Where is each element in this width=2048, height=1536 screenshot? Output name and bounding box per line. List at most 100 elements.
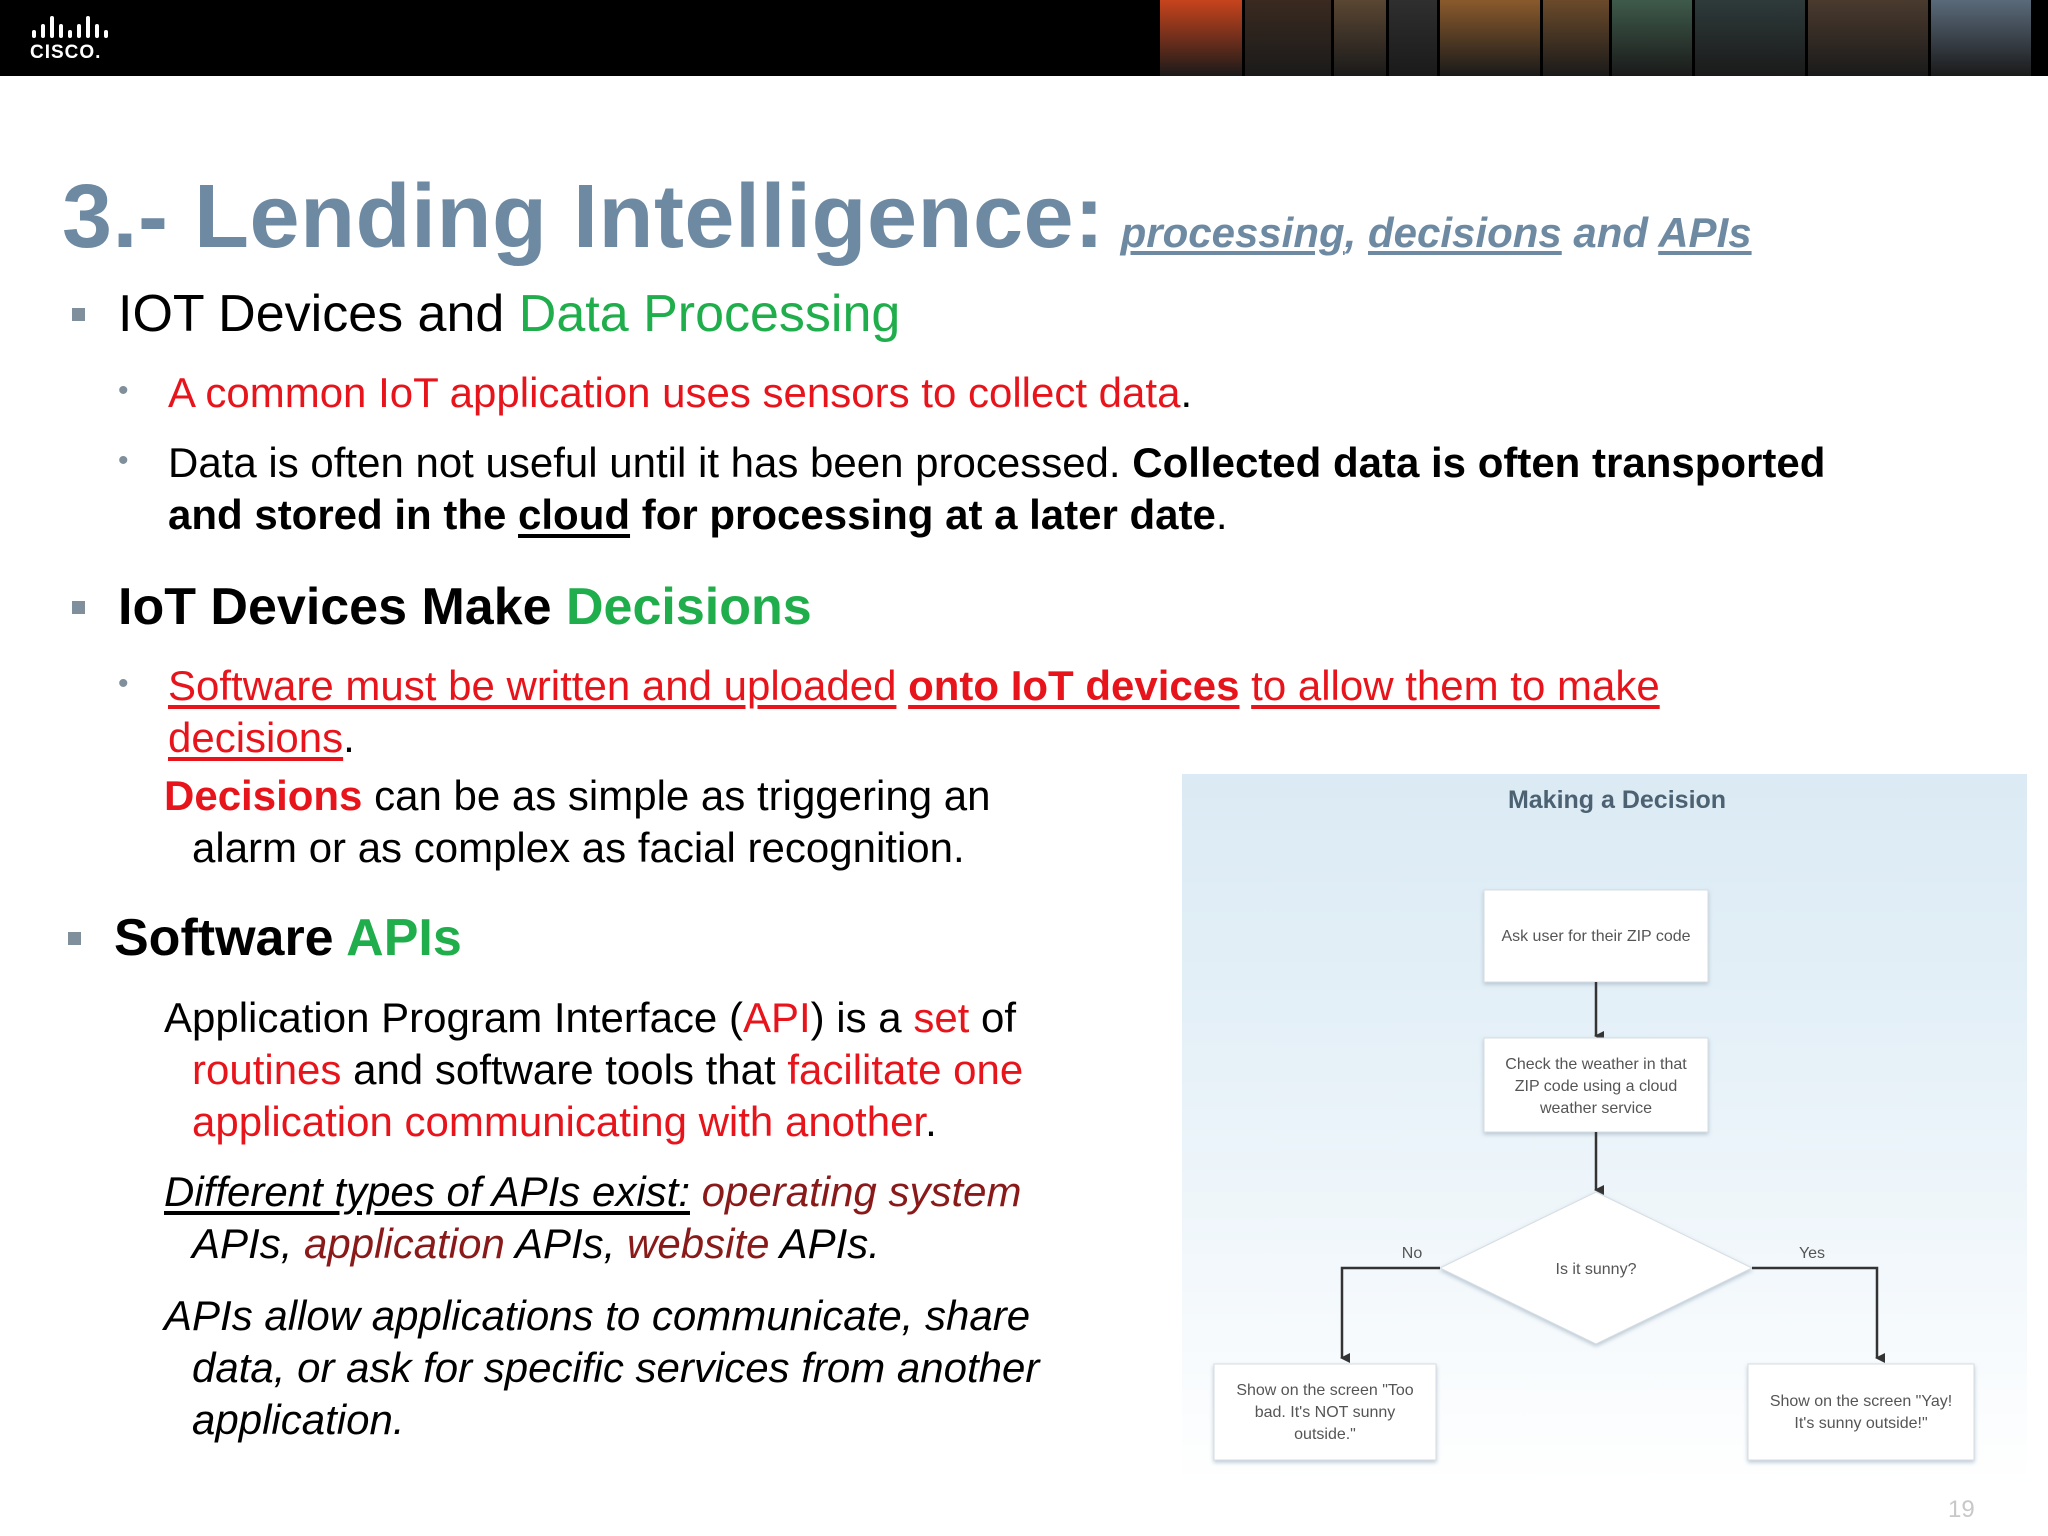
flowchart-yes-outcome-box — [1747, 1363, 1975, 1461]
section1-bullet2-bold: Collected data is often transported — [1132, 439, 1826, 486]
section2-paragraph: Decisions can be as simple as triggering… — [164, 770, 990, 874]
section1-bullet2-bold-cont: and stored in the — [168, 491, 507, 538]
bullet-square-icon — [72, 601, 85, 614]
flowchart-panel: Making a Decision Ask user for their ZIP… — [1182, 774, 2027, 1486]
header-photo-strip — [1160, 0, 2048, 76]
section3-paragraph3: APIs allow applications to communicate, … — [164, 1290, 1039, 1446]
bullet-square-icon — [68, 932, 81, 945]
section2-bullet1-text: Software must be written and uploaded — [168, 662, 897, 709]
section2-heading: IoT Devices Make Decisions — [118, 577, 812, 637]
flowchart-no-label: No — [1402, 1245, 1423, 1262]
section3-p1-facilitate: facilitate one — [787, 1046, 1024, 1093]
section3-p2-website: website — [627, 1220, 770, 1267]
flowchart-yes-label: Yes — [1799, 1245, 1825, 1262]
flowchart-no-line3: outside." — [1294, 1426, 1356, 1443]
flowchart-step2-line2: ZIP code using a cloud — [1515, 1078, 1677, 1095]
section2-bullet1-period: . — [343, 714, 355, 761]
section2-bullet1-bold: onto IoT devices — [908, 662, 1240, 709]
title-main: 3.- Lending Intelligence: — [62, 167, 1105, 267]
section2-para-text-cont: alarm or as complex as facial recognitio… — [192, 824, 965, 871]
bullet-dot-icon: • — [118, 374, 129, 407]
section3-p2-intro: Different types of APIs exist: — [164, 1168, 690, 1215]
section1-bullet1-text: A common IoT application uses sensors to… — [168, 369, 1181, 416]
section1-bullet2-cloud: cloud — [518, 491, 631, 538]
flowchart-step2-box — [1483, 1037, 1709, 1133]
section2-heading-text: IoT Devices Make — [118, 578, 552, 636]
header-bar: CISCO. — [0, 0, 2048, 76]
section3-paragraph1: Application Program Interface (API) is a… — [164, 992, 1023, 1148]
slide-title: 3.- Lending Intelligence: processing, dec… — [62, 166, 1752, 269]
title-sub-apis: APIs — [1658, 209, 1752, 256]
section3-p2-os: operating system — [701, 1168, 1022, 1215]
photo-tile — [1389, 0, 1437, 76]
section1-heading-highlight: Data Processing — [518, 285, 901, 343]
section1-heading: IOT Devices and Data Processing — [118, 284, 900, 344]
title-sub-decisions: decisions — [1368, 209, 1562, 256]
section2-bullet1-cont: to allow them to make — [1251, 662, 1660, 709]
section2-para-decisions: Decisions — [164, 772, 363, 819]
flowchart-no-line2: bad. It's NOT sunny — [1255, 1404, 1396, 1421]
section3-p1-text: Application Program Interface ( — [164, 994, 743, 1041]
section3-p1-communicating: application communicating with another — [192, 1098, 926, 1145]
section1-bullet2-bold-end: for processing at a later date — [641, 491, 1216, 538]
photo-tile — [1160, 0, 1242, 76]
photo-tile — [1245, 0, 1331, 76]
photo-tile — [1612, 0, 1692, 76]
section3-p1-api: API — [742, 994, 811, 1041]
section3-p1-routines: routines — [192, 1046, 342, 1093]
photo-tile — [1334, 0, 1386, 76]
bullet-dot-icon: • — [118, 444, 129, 477]
photo-tile — [1543, 0, 1609, 76]
section3-p2-period: . — [868, 1220, 880, 1267]
section3-p1-text3: and software tools that — [353, 1046, 776, 1093]
section1-bullet2: Data is often not useful until it has be… — [168, 437, 1825, 541]
section2-bullet1-decisions: decisions — [168, 714, 344, 761]
section3-p2-application: application — [304, 1220, 505, 1267]
flowchart-yes-arrow — [1752, 1266, 1885, 1363]
photo-tile — [1695, 0, 1805, 76]
section3-p3-line2: data, or ask for specific services from … — [192, 1344, 1040, 1391]
flowchart-no-line1: Show on the screen "Too — [1236, 1382, 1413, 1399]
flowchart-no-arrow — [1340, 1266, 1440, 1363]
section3-p1-of: of — [981, 994, 1017, 1041]
section1-bullet2-period: . — [1215, 491, 1228, 538]
section3-heading: Software APIs — [114, 908, 462, 968]
section1-bullet2-text: Data is often not useful until it has be… — [168, 439, 1121, 486]
title-sub-separator: , — [1344, 209, 1357, 256]
bullet-square-icon — [72, 308, 85, 321]
section3-heading-text: Software — [114, 909, 334, 967]
cisco-logo-bars-icon — [32, 14, 120, 38]
photo-tile — [1808, 0, 1928, 76]
title-subtitle: processing, decisions and APIs — [1121, 209, 1752, 256]
flowchart-step1-box — [1483, 889, 1709, 983]
section3-p3-line1: APIs allow applications to communicate, … — [164, 1292, 1031, 1339]
cisco-logo: CISCO. — [30, 14, 120, 64]
title-sub-and: and — [1573, 209, 1649, 256]
section3-p2-apis2: APIs, — [514, 1220, 616, 1267]
title-sub-processing: processing — [1120, 209, 1345, 256]
flowchart-decision-diamond — [1438, 1191, 1754, 1345]
section2-heading-highlight: Decisions — [566, 578, 812, 636]
photo-tile — [1440, 0, 1540, 76]
flowchart-step1-text: Ask user for their ZIP code — [1501, 928, 1690, 945]
section1-heading-text: IOT Devices and — [118, 285, 505, 343]
photo-tile — [1931, 0, 2031, 76]
section3-p2-apis3: APIs — [779, 1220, 869, 1267]
flowchart-no-outcome-box — [1213, 1363, 1437, 1461]
page-number: 19 — [1948, 1496, 1975, 1523]
flowchart-decision-text: Is it sunny? — [1556, 1261, 1637, 1278]
section3-p1-set: set — [913, 994, 970, 1041]
flowchart-step2-line3: weather service — [1539, 1100, 1652, 1117]
section1-bullet1: A common IoT application uses sensors to… — [168, 367, 1192, 419]
section3-p2-apis1: APIs, — [192, 1220, 293, 1267]
flowchart-diagram: Making a Decision Ask user for their ZIP… — [1213, 786, 1975, 1461]
cisco-logo-text: CISCO. — [30, 42, 102, 63]
section3-p1-period: . — [925, 1098, 937, 1145]
section3-p3-line3: application. — [192, 1396, 405, 1443]
section3-p1-text2: ) is a — [810, 994, 902, 1041]
section2-para-text: can be as simple as triggering an — [374, 772, 991, 819]
bullet-dot-icon: • — [118, 667, 129, 700]
flowchart-yes-line2: It's sunny outside!" — [1794, 1415, 1927, 1432]
section3-heading-highlight: APIs — [346, 909, 462, 967]
section3-paragraph2: Different types of APIs exist: operating… — [164, 1166, 1021, 1270]
